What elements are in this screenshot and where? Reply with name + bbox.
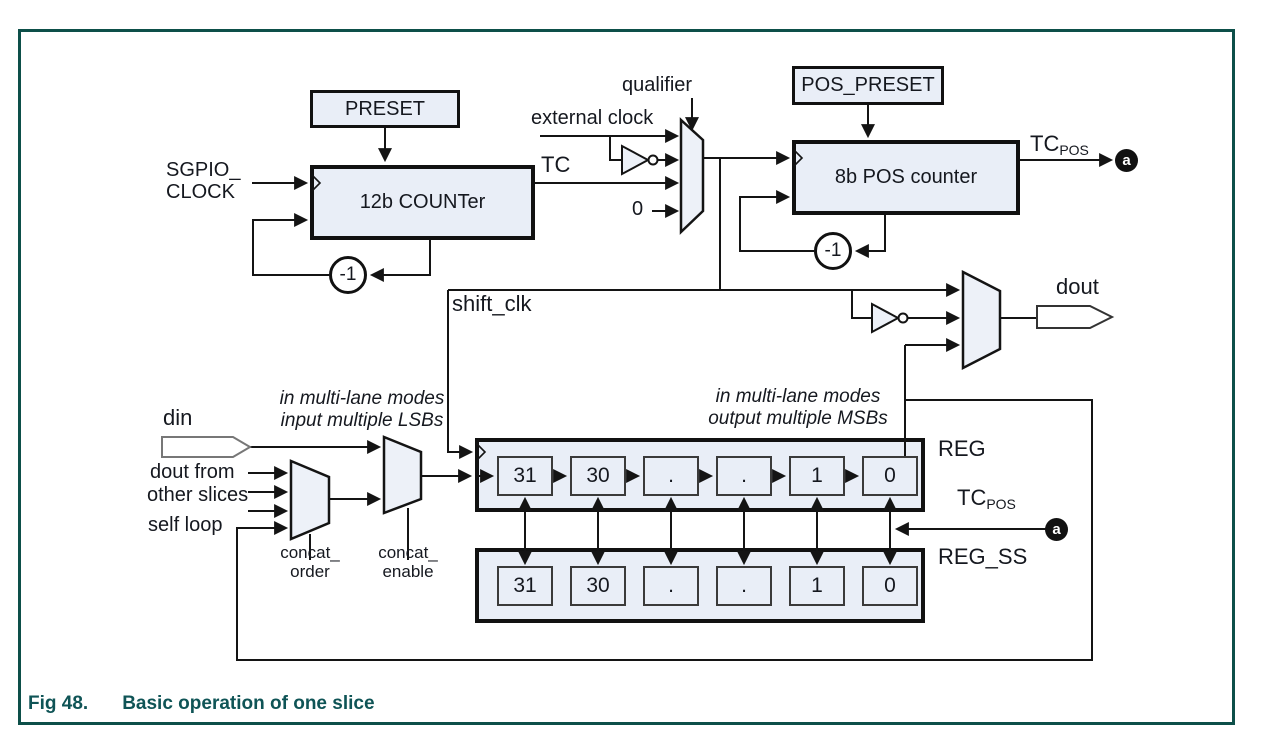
- figure-caption: Fig 48. Basic operation of one slice: [28, 693, 375, 715]
- wire-counter-to-minus1: [369, 240, 431, 282]
- dout-mux: [961, 269, 1002, 371]
- din-port-icon: [161, 436, 252, 458]
- minus1-counter12: -1: [329, 256, 367, 294]
- reg-cell-30: 30: [570, 456, 626, 496]
- wire-selfloop-feedback: [236, 399, 1093, 661]
- reg-cell-1: 1: [789, 456, 845, 496]
- inverter1-bubble: [647, 154, 659, 166]
- reg-cell-dot1: .: [643, 456, 699, 496]
- sgpio-clock-label: SGPIO_ CLOCK: [166, 159, 241, 203]
- reg-cell-dot2: .: [716, 456, 772, 496]
- self-loop-label: self loop: [148, 514, 223, 536]
- port-connectors: [161, 305, 1115, 458]
- wire-extclock-to-inverter: [609, 136, 622, 161]
- preset-register-block: PRESET: [310, 90, 460, 128]
- multilane-input-note: in multi-lane modes input multiple LSBs: [279, 388, 445, 431]
- wire-minus1-to-counter: [252, 213, 329, 276]
- concat-enable-mux: [382, 435, 423, 515]
- reg-ss-cell-dot1: .: [643, 566, 699, 606]
- figure-border: [18, 29, 1235, 725]
- external-clock-label: external clock: [531, 107, 654, 129]
- concat-order-mux: [289, 459, 331, 541]
- counter-12b-label: 12b COUNTer: [359, 191, 486, 213]
- zero-label: 0: [632, 198, 644, 220]
- figure-number: Fig 48.: [28, 693, 89, 714]
- reg-cell-31: 31: [497, 456, 553, 496]
- inverter2-bubble: [897, 312, 909, 324]
- pos-counter-8b-block: 8b POS counter: [792, 140, 1020, 215]
- signal-wires: [236, 98, 1114, 661]
- tcpos-mid-label: TCPOS: [957, 485, 1016, 513]
- wire-minus1-to-poscounter: [739, 190, 814, 252]
- clock-chevrons: [311, 149, 804, 461]
- dout-from-label: dout from: [150, 461, 235, 483]
- wire-shiftclk-to-reg: [447, 290, 474, 459]
- inverters: [621, 144, 909, 334]
- other-slices-label: other slices: [147, 484, 249, 506]
- din-label: din: [163, 405, 193, 430]
- dout-port-icon: [1036, 305, 1115, 329]
- minus1-poscounter: -1: [814, 232, 852, 270]
- reg-ss-cell-0: 0: [862, 566, 918, 606]
- wire-poscounter-to-minus1: [854, 215, 886, 258]
- qualifier-label: qualifier: [622, 74, 693, 96]
- concat-order-label: concat_ order: [280, 543, 340, 581]
- tcpos-top-label: TCPOS: [1030, 131, 1089, 159]
- clock-mux: [679, 117, 705, 235]
- wire-shiftclk-to-inverter2: [851, 290, 872, 319]
- pos-preset-register-block: POS_PRESET: [792, 66, 944, 105]
- counter-12b-block: 12b COUNTer: [310, 165, 535, 240]
- reg-clock-chevron-icon: [476, 443, 487, 461]
- tc-label: TC: [541, 152, 571, 177]
- pos-counter-label: 8b POS counter: [834, 166, 978, 188]
- mux-shapes: [289, 117, 1002, 541]
- preset-label: PRESET: [344, 97, 426, 120]
- net-marker-a-bottom: a: [1045, 518, 1068, 541]
- reg-ss-cell-30: 30: [570, 566, 626, 606]
- net-marker-a-top: a: [1115, 149, 1138, 172]
- figure-title: Basic operation of one slice: [122, 693, 375, 714]
- inverter1-icon: [621, 144, 651, 176]
- dout-label: dout: [1056, 274, 1099, 299]
- reg-ss-cell-1: 1: [789, 566, 845, 606]
- shift-clk-label: shift_clk: [452, 291, 532, 316]
- pos-preset-label: POS_PRESET: [801, 74, 935, 96]
- poscounter-clock-chevron-icon: [793, 149, 804, 167]
- concat-enable-label: concat_ enable: [378, 543, 438, 581]
- multilane-output-note: in multi-lane modes output multiple MSBs: [708, 386, 888, 429]
- reg-ss-cell-31: 31: [497, 566, 553, 606]
- reg-label: REG: [938, 436, 986, 461]
- reg-ss-cell-dot2: .: [716, 566, 772, 606]
- counter12-clock-chevron-icon: [311, 174, 322, 192]
- reg-cell-0: 0: [862, 456, 918, 496]
- inverter2-icon: [871, 302, 901, 334]
- reg-ss-label: REG_SS: [938, 544, 1028, 569]
